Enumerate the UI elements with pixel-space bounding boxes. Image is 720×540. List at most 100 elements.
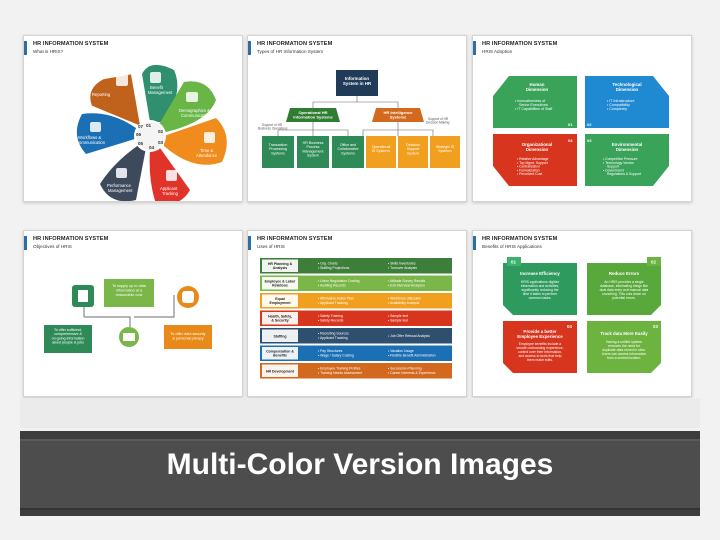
slide-title: HR INFORMATION SYSTEM (33, 236, 109, 242)
slide-subtitle: What is HRIS? (33, 49, 64, 54)
slide-subtitle: Uses of HRIS (257, 244, 285, 249)
reporting-icon (116, 74, 128, 86)
child-box (297, 136, 329, 168)
uses-row-column-a: • Union Negotiation Costing• Auditing Re… (318, 279, 360, 287)
child-box (430, 136, 460, 168)
uses-row: Compensation &Benefits • Pay Structures• … (260, 345, 452, 361)
slide-subtitle: Objectives of HRIS (33, 244, 72, 249)
uses-row-label: HR Planning &Analysis (268, 262, 293, 270)
workflow-icon (90, 122, 101, 132)
quadrant-environmental (585, 134, 669, 186)
uses-row-column-b: • Workforce Utilization• Availability An… (388, 297, 421, 305)
petal-number-06: 06 (136, 132, 142, 137)
slide-thumbnail-types-of-hris[interactable]: HR INFORMATION SYSTEM Types of HR Inform… (247, 35, 467, 202)
petal-demographics (158, 81, 216, 132)
title-accent-bar (473, 236, 476, 250)
slide-thumbnail-benefits-of-hris[interactable]: HR INFORMATION SYSTEM Benefits of HRIS A… (472, 230, 692, 397)
slide-thumbnail-what-is-hris[interactable]: HR INFORMATION SYSTEM What is HRIS? 01 0… (23, 35, 243, 202)
quadrant-technological (585, 76, 669, 128)
petal-label-demographics: Demographics &Communication (179, 108, 211, 118)
uses-row: HR Development • Employee Training Profil… (260, 363, 452, 379)
svg-text:03: 03 (653, 324, 658, 329)
slide-subtitle: Types of HR Information System (257, 49, 324, 54)
benefit-icon (150, 72, 161, 83)
applicant-icon (166, 170, 177, 181)
banner-title: Multi-Color Version Images (166, 448, 554, 481)
hris-benefits-cards: 01 02 04 03 Increase Efficiency HRIS app… (503, 257, 661, 373)
svg-text:04: 04 (567, 324, 572, 329)
quadrant-human (493, 76, 577, 128)
banner-inner (20, 439, 700, 510)
slide-title: HR INFORMATION SYSTEM (257, 41, 333, 47)
petal-label-workflows: Workflows &Communication (76, 135, 106, 145)
slide-thumbnail-hris-adoption[interactable]: HR INFORMATION SYSTEM HRIS Adoption 01 0… (472, 35, 692, 202)
uses-row-column-b: • Job Offer Refusal Analysis (388, 334, 430, 338)
petal-number-03: 03 (158, 140, 164, 145)
svg-text:02: 02 (587, 122, 592, 127)
uses-row-label: HR Development (266, 370, 295, 374)
slide-title: HR INFORMATION SYSTEM (482, 236, 558, 242)
slide-thumbnail-objectives-of-hris[interactable]: HR INFORMATION SYSTEM Objectives of HRIS… (23, 230, 243, 397)
svg-text:• IT Infrastructure• Compatibi: • IT Infrastructure• Compatibility• Comp… (607, 99, 635, 111)
uses-row-label: Staffing (273, 335, 286, 339)
petal-number-02: 02 (158, 129, 164, 134)
uses-row-column-a: • Pay Structures• Wage / Salary Costing (318, 349, 354, 357)
child-box (398, 136, 428, 168)
slide-title: HR INFORMATION SYSTEM (257, 236, 333, 242)
petal-number-07: 07 (138, 124, 144, 129)
uses-row-column-b: • Vacation Usage• Flexible Benefit Admin… (388, 349, 436, 357)
root-box (336, 70, 378, 96)
child-box (332, 136, 364, 168)
petal-time-attendance (164, 118, 227, 165)
uses-row-label: Compensation &Benefits (266, 350, 294, 358)
uses-row: HR Planning &Analysis• Org. Charts• Staf… (260, 258, 452, 274)
child-box (366, 136, 396, 168)
hris-uses-table: HR Planning &Analysis• Org. Charts• Staf… (260, 258, 452, 379)
slide-title: HR INFORMATION SYSTEM (33, 41, 109, 47)
badge (647, 257, 661, 266)
petal-label-reporting: Reporting (92, 92, 111, 97)
benefit-card-tracking (587, 321, 661, 373)
slide-title: HR INFORMATION SYSTEM (482, 41, 558, 47)
svg-text:01: 01 (568, 122, 573, 127)
uses-row: Health, Safety,& Security• Safety Traini… (260, 310, 452, 326)
svg-text:Track data More Easily: Track data More Easily (600, 331, 648, 336)
operational-box (286, 108, 340, 122)
demographics-icon (186, 92, 198, 102)
uses-row-column-b: • Sample text• Sample text (388, 314, 408, 322)
benefit-card-experience (503, 321, 577, 373)
quadrant-organizational (493, 134, 577, 186)
slide-subtitle: Benefits of HRIS Applications (482, 244, 542, 249)
slide-subtitle: HRIS Adoption (482, 49, 513, 54)
svg-text:Increase Efficiency: Increase Efficiency (520, 271, 560, 276)
title-accent-bar (24, 41, 27, 55)
slide-thumbnail-uses-of-hris[interactable]: HR INFORMATION SYSTEM Uses of HRIS HR Pl… (247, 230, 467, 397)
uses-row-column-a: • Employee Training Profiles• Training N… (318, 367, 362, 375)
svg-text:Reduce Errors: Reduce Errors (609, 271, 640, 276)
svg-text:To offer sufficient,comprehens: To offer sufficient,comprehensive &on-go… (52, 328, 85, 345)
petal-number-04: 04 (149, 145, 155, 150)
